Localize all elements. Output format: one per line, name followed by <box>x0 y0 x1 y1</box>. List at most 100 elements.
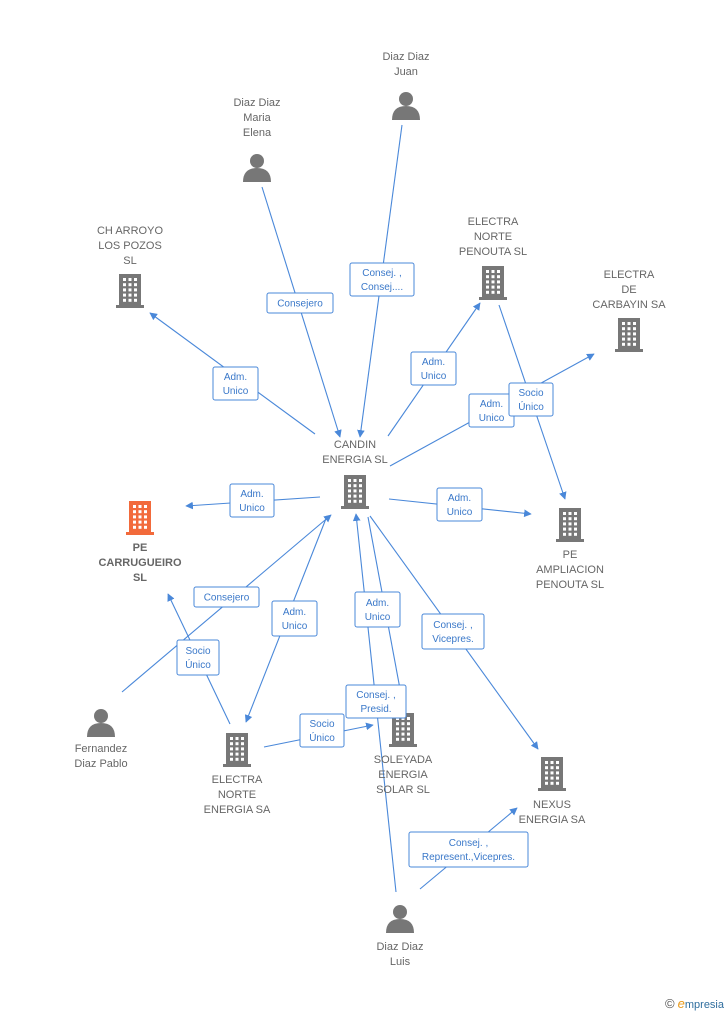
edge-label-box <box>421 613 485 650</box>
edge-label-text: Adm. <box>480 399 503 410</box>
edge-label-e8[interactable]: Adm. Unico <box>436 487 483 522</box>
edge-label-e3[interactable]: Adm.Unico <box>212 366 259 401</box>
node-label: PE <box>563 549 578 561</box>
edge-label-e13[interactable]: Consej. ,Vicepres. <box>421 613 485 650</box>
edge-label-text: Adm. <box>240 489 263 500</box>
edge-label-text: Consej. , <box>449 838 488 849</box>
edge-labels-layer: Consej. ,Consej....ConsejeroAdm.UnicoAdm… <box>176 262 554 868</box>
edge-label-e16[interactable]: Consej. , Represent.,Vicepres. <box>408 831 529 868</box>
node-label: PENOUTA SL <box>459 246 527 258</box>
node-label: PENOUTA SL <box>536 579 604 591</box>
edge-label-text: Único <box>518 400 544 413</box>
edge-label-box <box>229 483 275 518</box>
node-label: CANDIN <box>334 439 376 451</box>
edge-label-box <box>345 684 407 719</box>
node-label: SL <box>123 255 136 267</box>
node-label: ENERGIA SL <box>322 454 387 466</box>
edge-label-e11[interactable]: Adm. Unico <box>271 600 318 637</box>
building-icon <box>538 757 566 791</box>
building-icon <box>223 733 251 767</box>
edge-label-text: Consejero <box>277 299 323 310</box>
building-icon <box>116 274 144 308</box>
edge-label-text: Adm. <box>283 607 306 618</box>
edge-label-e7[interactable]: Adm. Unico <box>229 483 275 518</box>
edge-label-box <box>176 639 220 676</box>
edge-label-e2[interactable]: Consejero <box>266 292 334 314</box>
edge-label-box <box>508 382 554 417</box>
edge-label-text: Socio <box>518 388 543 399</box>
node-label: PE <box>133 542 148 554</box>
node-label: CARBAYIN SA <box>592 299 666 311</box>
building-icon <box>556 508 584 542</box>
node-label: ELECTRA <box>604 269 655 281</box>
node-label: NORTE <box>474 231 512 243</box>
node-label: DE <box>621 284 636 296</box>
node-label: NORTE <box>218 789 256 801</box>
person-icon <box>386 905 414 933</box>
edge-label-box <box>193 586 260 608</box>
node-label: LOS POZOS <box>98 240 162 252</box>
brand-name: mpresia <box>684 999 724 1011</box>
building-icon <box>341 475 369 509</box>
edge-label-text: Presid. <box>360 704 391 715</box>
node-electra-penouta[interactable]: ELECTRA NORTE PENOUTA SL <box>459 216 527 300</box>
edge-label-e9[interactable]: Consejero <box>193 586 260 608</box>
edge-label-box <box>266 292 334 314</box>
edge-label-box <box>354 591 401 628</box>
edge-label-box <box>408 831 529 868</box>
node-label: ELECTRA <box>212 774 263 786</box>
edge-label-text: Unico <box>282 621 308 632</box>
edge-label-text: Vicepres. <box>432 634 474 645</box>
edge-label-box <box>436 487 483 522</box>
edge-label-text: Unico <box>365 612 391 623</box>
brand-initial: e <box>677 996 685 1011</box>
node-label: ELECTRA <box>468 216 519 228</box>
edge-label-text: Adm. <box>366 598 389 609</box>
edge-label-e15[interactable]: Consej. , Presid. <box>345 684 407 719</box>
node-label: Diaz Diaz <box>233 97 280 109</box>
edge-label-e12[interactable]: Adm. Unico <box>354 591 401 628</box>
person-icon <box>243 154 271 182</box>
node-electra-carbayin[interactable]: ELECTRA DE CARBAYIN SA <box>592 269 666 352</box>
node-charroyo[interactable]: CH ARROYO LOS POZOS SL <box>97 225 163 308</box>
edge-label-text: Único <box>309 731 335 744</box>
node-label: CH ARROYO <box>97 225 163 237</box>
node-label: Juan <box>394 66 418 78</box>
edge-label-text: Consej. , <box>356 690 395 701</box>
edge-label-e5[interactable]: Adm.Unico <box>468 393 515 428</box>
person-icon <box>87 709 115 737</box>
edge-label-e1[interactable]: Consej. ,Consej.... <box>349 262 415 297</box>
edge-label-text: Represent.,Vicepres. <box>422 852 515 863</box>
node-label: Diaz Diaz <box>376 941 423 953</box>
edge-label-text: Adm. <box>448 493 471 504</box>
edge-label-text: Socio <box>309 719 334 730</box>
node-label: Diaz Diaz <box>382 51 429 63</box>
edge-label-text: Unico <box>447 507 473 518</box>
edge-label-text: Unico <box>239 503 265 514</box>
node-candin[interactable]: CANDIN ENERGIA SL <box>322 439 388 509</box>
copyright-symbol: © <box>664 996 675 1011</box>
edge-label-text: Unico <box>223 386 249 397</box>
node-label: ENERGIA SA <box>519 814 586 826</box>
building-icon <box>479 266 507 300</box>
node-label: SOLAR SL <box>376 784 430 796</box>
node-label: Maria <box>243 112 271 124</box>
edge-label-text: Único <box>185 658 211 671</box>
watermark: © empresia <box>665 996 724 1011</box>
edge-label-e4[interactable]: Adm.Unico <box>410 351 457 386</box>
edge-label-text: Socio <box>185 646 210 657</box>
